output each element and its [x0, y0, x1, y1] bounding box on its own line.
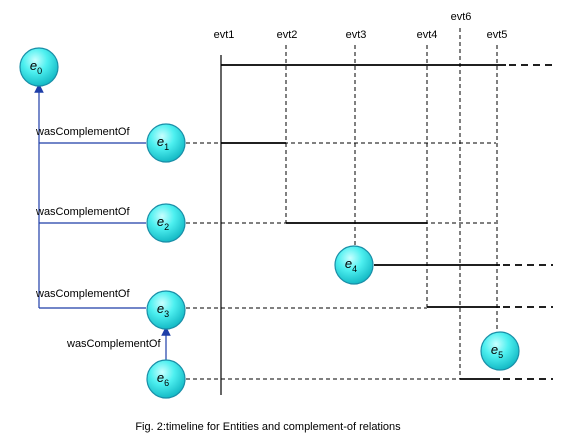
event-label-evt5: evt5 — [487, 29, 508, 41]
svg-text:e3: e3 — [157, 301, 169, 319]
entity-node-e1[interactable]: e1 — [146, 123, 186, 163]
svg-text:e1: e1 — [157, 134, 169, 152]
svg-text:e0: e0 — [30, 58, 42, 76]
event-label-evt1: evt1 — [214, 29, 235, 41]
svg-text:e5: e5 — [491, 342, 503, 360]
event-label-evt2: evt2 — [277, 29, 298, 41]
relation-label-e2-e0: wasComplementOf — [35, 206, 130, 218]
entity-node-e6[interactable]: e6 — [146, 359, 186, 399]
svg-text:e2: e2 — [157, 214, 169, 232]
svg-text:e4: e4 — [345, 256, 357, 274]
figure-caption: Fig. 2:timeline for Entities and complem… — [135, 421, 401, 433]
entity-node-e5[interactable]: e5 — [480, 331, 520, 371]
event-label-evt3: evt3 — [346, 29, 367, 41]
entity-node-e2[interactable]: e2 — [146, 203, 186, 243]
event-label-evt6: evt6 — [451, 11, 472, 23]
entity-node-e3[interactable]: e3 — [146, 290, 186, 330]
entity-node-e0[interactable]: e0 — [19, 47, 59, 87]
svg-text:e6: e6 — [157, 370, 169, 388]
event-label-evt4: evt4 — [417, 29, 438, 41]
relation-label-e6-e3: wasComplementOf — [66, 338, 161, 350]
entity-node-e4[interactable]: e4 — [334, 245, 374, 285]
relation-label-e1-e0: wasComplementOf — [35, 126, 130, 138]
relation-label-e3-e0: wasComplementOf — [35, 288, 130, 300]
